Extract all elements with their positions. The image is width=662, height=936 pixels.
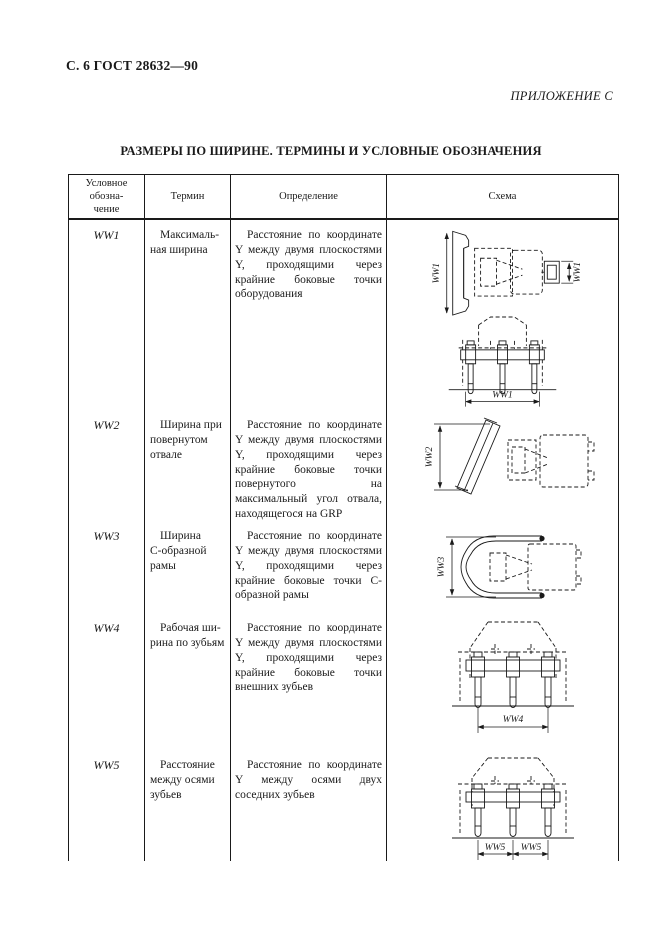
page-number-header: С. 6 ГОСТ 28632—90 (66, 58, 199, 73)
definition-ww3: Расстояние по координате Y между двумя п… (231, 521, 387, 614)
definition-ww1: Расстояние по координате Y между двумя п… (231, 220, 387, 411)
appendix-label: ПРИЛОЖЕНИЕ С (510, 89, 613, 103)
schema-ww1-diagram: WW1 WW1 (432, 231, 583, 407)
code-ww3: WW3 (68, 521, 145, 614)
code-ww5: WW5 (68, 750, 145, 862)
header-schema: Схема (387, 175, 619, 219)
rear-attachment-drawing (541, 261, 560, 284)
definition-ww2: Расстояние по координате Y между двумя п… (231, 410, 387, 522)
dim-label-ww5-right: WW5 (520, 843, 541, 853)
schema-ww5-diagram: WW5 WW5 (451, 757, 574, 861)
machine-outline-plan (474, 248, 543, 297)
header-designation: Условное обозна- чение (68, 175, 145, 219)
angled-blade-drawing (454, 417, 501, 495)
term-ww2: Ширина при повернутом отвале (145, 410, 231, 522)
header-definition: Определение (231, 175, 387, 219)
schema-ww2-diagram: WW2 (425, 417, 594, 495)
dim-label-ww3: WW3 (437, 557, 447, 578)
term-ww4: Рабочая ши- рина по зубьям (145, 613, 231, 751)
dim-label-ww5-left: WW5 (484, 843, 505, 853)
term-ww5: Расстояние между осями зубьев (145, 750, 231, 862)
dim-label-ww4: WW4 (502, 715, 523, 725)
header-term: Термин (145, 175, 231, 219)
code-ww2: WW2 (68, 410, 145, 522)
definition-ww4: Расстояние по координате Y между двумя п… (231, 613, 387, 751)
table-header-row: Условное обозна- чение Термин Определени… (68, 175, 619, 221)
cab-outline-rear (458, 316, 547, 387)
machine-outline-plan (507, 434, 594, 488)
table-row: WW1 Максималь- ная ширина Расстояние по … (68, 220, 619, 411)
schema-cell-ww3: WW3 (387, 521, 619, 614)
schema-cell-ww4: WW4 (387, 613, 619, 751)
dim-label-ww1-attachment: WW1 (573, 262, 583, 282)
table-row: WW4 Рабочая ши- рина по зубьям Расстояни… (68, 613, 619, 751)
code-ww1: WW1 (68, 220, 145, 411)
term-ww3: Ширина С-образной рамы (145, 521, 231, 614)
schema-ww3-diagram: WW3 (437, 535, 581, 599)
terms-table: Условное обозна- чение Термин Определени… (68, 174, 619, 862)
dim-label-ww1-ripper: WW1 (492, 391, 512, 401)
page-title: РАЗМЕРЫ ПО ШИРИНЕ. ТЕРМИНЫ И УСЛОВНЫЕ ОБ… (120, 144, 542, 158)
term-ww1: Максималь- ная ширина (145, 220, 231, 411)
table-row: WW2 Ширина при повернутом отвале Расстоя… (68, 410, 619, 522)
blade-plan-drawing (452, 231, 470, 316)
schema-ww4-diagram: WW4 (451, 621, 574, 734)
c-frame-drawing (460, 535, 545, 599)
definition-ww5: Расстояние по координате Y между осями д… (231, 750, 387, 862)
table-row: WW3 Ширина С-образной рамы Расстояние по… (68, 521, 619, 614)
schema-cell-ww5: WW5 WW5 (387, 750, 619, 862)
ripper-drawing (451, 783, 574, 839)
machine-outline-plan (489, 543, 581, 591)
schema-cell-ww1: WW1 WW1 (387, 220, 619, 411)
table-row: WW5 Расстояние между осями зубьев Рассто… (68, 750, 619, 862)
ripper-drawing (448, 340, 557, 395)
code-ww4: WW4 (68, 613, 145, 751)
ripper-drawing (451, 651, 574, 709)
dim-label-ww1-blade: WW1 (432, 263, 442, 283)
schema-cell-ww2: WW2 (387, 410, 619, 522)
dim-label-ww2: WW2 (425, 447, 435, 468)
